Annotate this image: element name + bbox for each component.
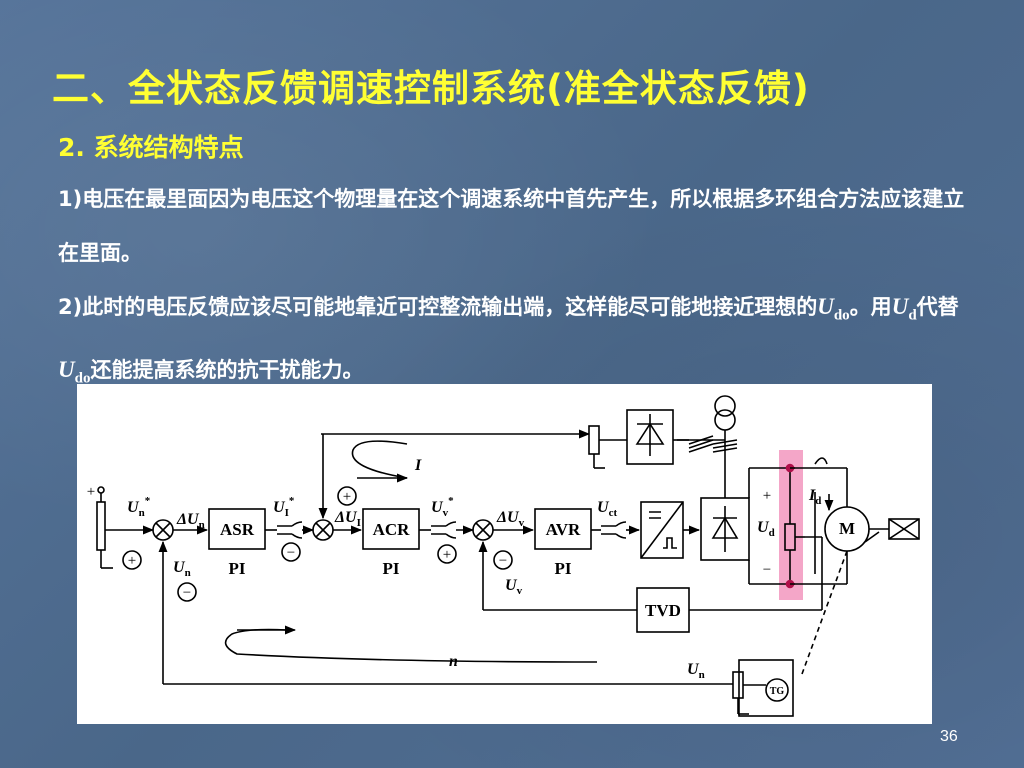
- label-uct: Uct: [597, 499, 617, 519]
- label-un-tg: Un: [687, 661, 705, 681]
- circle-minus-1: −: [183, 585, 191, 601]
- block-diagram: ASR PI ACR PI AVR PI TVD M TG Un* ΔUn UI…: [77, 384, 932, 724]
- summing-junction-current: [312, 519, 334, 541]
- ud-highlight: [779, 450, 803, 600]
- paragraph-2-number: 2): [58, 295, 83, 319]
- summing-junction-speed: [152, 519, 174, 541]
- label-un-feedback: Un: [173, 559, 191, 579]
- label-uv-feedback: Uv: [505, 577, 523, 597]
- plus-sign-reference: +: [87, 484, 95, 500]
- label-delta-uv: ΔUv: [496, 509, 525, 529]
- label-delta-un: ΔUn: [176, 511, 205, 531]
- avr-type: PI: [555, 559, 572, 578]
- asr-type: PI: [229, 559, 246, 578]
- paragraph-2-text-a: 此时的电压反馈应该尽可能地靠近可控整流输出端，这样能尽可能地接近理想的: [82, 294, 818, 319]
- label-ui-star: UI*: [273, 495, 295, 519]
- paragraph-2: 2)此时的电压反馈应该尽可能地靠近可控整流输出端，这样能尽可能地接近理想的Udo…: [58, 280, 978, 405]
- slide-subtitle: 2. 系统结构特点: [58, 133, 244, 162]
- paragraph-2-text-b: 。用: [849, 294, 892, 319]
- tg-label: TG: [770, 686, 785, 697]
- label-loop-n: n: [449, 653, 458, 670]
- paragraph-2-text-d: 还能提高系统的抗干扰能力。: [90, 356, 364, 382]
- circle-minus-3: −: [499, 553, 507, 569]
- acr-block: [362, 508, 420, 550]
- label-loop-i: I: [414, 457, 422, 474]
- page-number: 36: [940, 728, 958, 745]
- symbol-udo-2: Udo: [58, 356, 91, 387]
- block-diagram-svg: ASR PI ACR PI AVR PI TVD M TG Un* ΔUn UI…: [87, 395, 920, 717]
- paragraph-1-text: 电压在最里面因为电压这个物理量在这个调速系统中首先产生，所以根据多环组合方法应该…: [58, 186, 965, 265]
- label-ud: Ud: [757, 519, 775, 539]
- symbol-udo-1: Udo: [817, 294, 850, 324]
- circle-minus-2: −: [287, 545, 295, 561]
- asr-block: [208, 508, 266, 550]
- load-block: [888, 518, 920, 540]
- tvd-label: TVD: [645, 601, 681, 620]
- motor-label: M: [839, 519, 855, 538]
- current-rectifier: [626, 409, 674, 465]
- asr-label: ASR: [220, 520, 255, 539]
- label-id: Id: [808, 487, 821, 507]
- label-un-star: Un*: [127, 495, 151, 519]
- acr-label: ACR: [373, 520, 411, 539]
- circle-plus-3: +: [443, 547, 451, 563]
- plus-sign-converter: +: [763, 488, 771, 504]
- paragraph-2-text-c: 代替: [916, 294, 959, 319]
- circle-plus-2: +: [343, 489, 351, 505]
- reference-potentiometer: [96, 501, 106, 551]
- summing-junction-voltage: [472, 519, 494, 541]
- acr-type: PI: [383, 559, 400, 578]
- paragraph-1-number: 1): [58, 187, 83, 211]
- minus-sign-converter: −: [763, 562, 771, 578]
- circle-plus-1: +: [128, 553, 136, 569]
- label-uv-star: Uv*: [431, 495, 454, 519]
- avr-label: AVR: [546, 520, 581, 539]
- avr-block: [534, 508, 592, 550]
- paragraph-1: 1)电压在最里面因为电压这个物理量在这个调速系统中首先产生，所以根据多环组合方法…: [58, 172, 978, 280]
- tachogenerator: [765, 678, 789, 702]
- symbol-ud: Ud: [891, 294, 917, 324]
- slide-title: 二、全状态反馈调速控制系统(准全状态反馈): [52, 67, 810, 110]
- label-delta-ui: ΔUI: [334, 509, 361, 529]
